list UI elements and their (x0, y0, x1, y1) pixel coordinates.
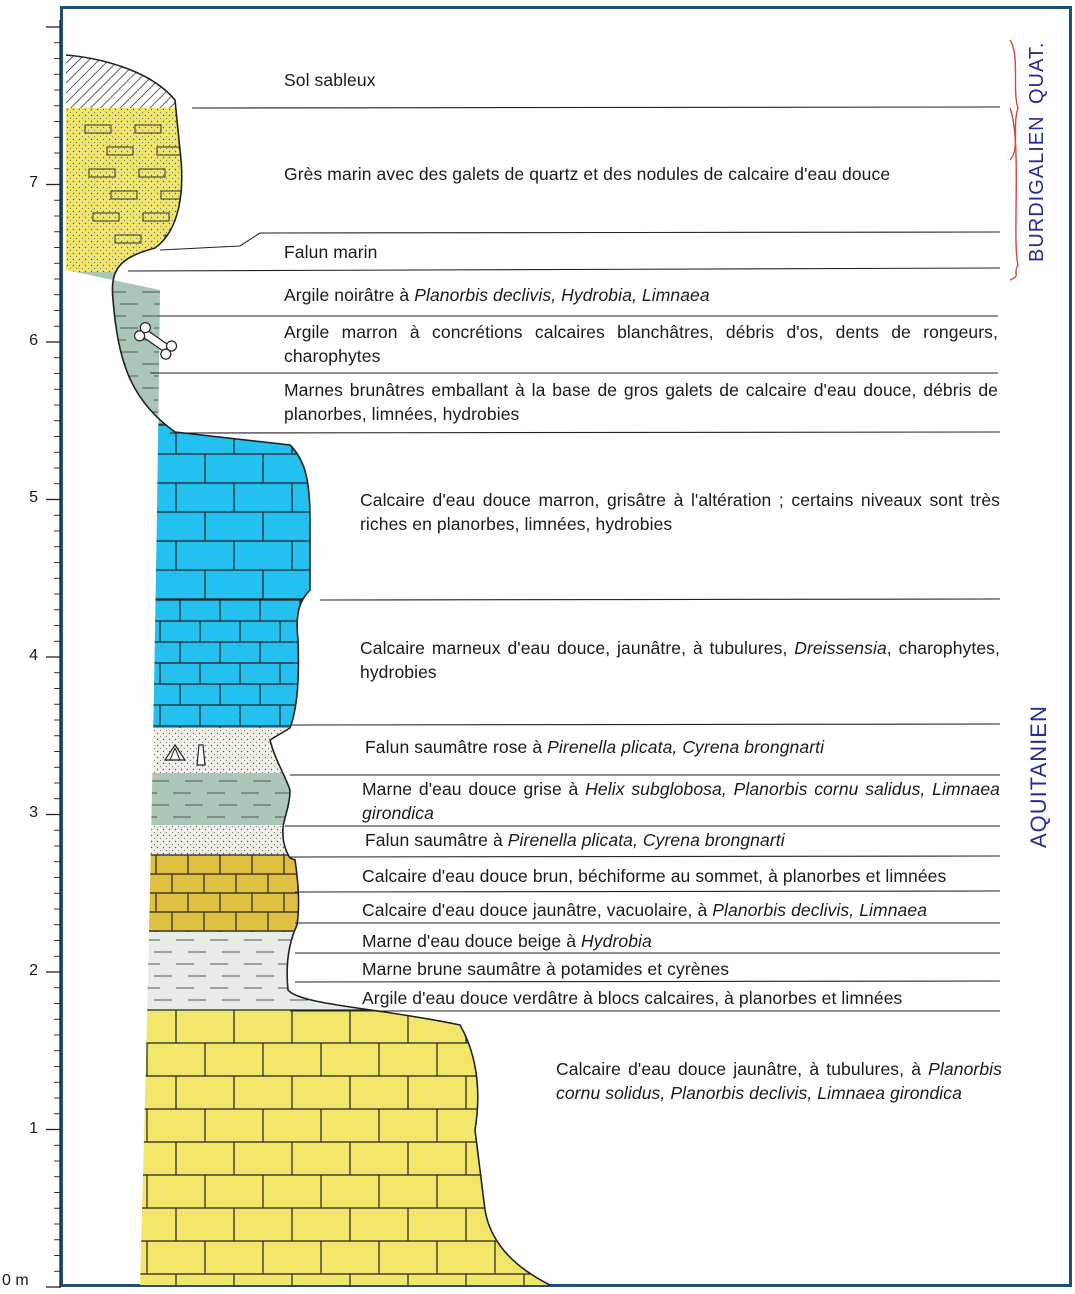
tick-label-1: 1 (29, 1120, 38, 1137)
layer-text-part: Marne d'eau douce beige à (362, 931, 582, 951)
layer-text-part: Falun marin (284, 242, 378, 262)
figure-frame (60, 6, 1072, 1287)
layer-text-part: Calcaire d'eau douce brun, béchiforme au… (362, 866, 947, 886)
layer-desc-falun-rose: Falun saumâtre rose à Pirenella plicata,… (365, 735, 985, 759)
gres-brick (84, 124, 112, 134)
tick-label-5: 5 (29, 489, 38, 506)
layer-separator (259, 231, 1001, 234)
layer-desc-calcaire-marneux: Calcaire marneux d'eau douce, jaunâtre, … (360, 636, 1000, 684)
layer-desc-argile-verdatre: Argile d'eau douce verdâtre à blocs calc… (362, 986, 1002, 1010)
column-outline (65, 54, 551, 1286)
layer-separator (127, 267, 1001, 272)
pebble (67, 401, 89, 415)
layer-text-part: Helix subglobosa, Planorbis cornu salidu… (362, 779, 1000, 823)
layer-desc-argile-noiratre: Argile noirâtre à Planorbis declivis, Hy… (284, 283, 984, 307)
layer-text-part: Argile noirâtre à (284, 285, 415, 305)
layer-text-part: Calcaire marneux d'eau douce, jaunâtre, … (360, 638, 795, 658)
layer-separator (294, 890, 1001, 893)
layer-separator (159, 232, 261, 251)
tick-label-3: 3 (29, 804, 38, 821)
layer-separator (191, 106, 1001, 109)
bone-icon (133, 322, 178, 360)
gres-brick (114, 234, 142, 244)
stage-aquitanien: AQUITANIEN (1026, 705, 1051, 848)
pebble (114, 401, 136, 415)
layer-text-part: Planorbis declivis, Limnaea (712, 900, 928, 920)
layer-desc-calcaire-jaunatre: Calcaire d'eau douce jaunâtre, à tubulur… (556, 1057, 1002, 1105)
layer-separator (169, 431, 1001, 434)
layer-text-part: Calcaire d'eau douce marron, grisâtre à … (360, 490, 1000, 534)
gres-brick (110, 190, 138, 200)
brace-quat (1009, 39, 1019, 161)
layer-desc-marne-brune: Marne brune saumâtre à potamides et cyrè… (362, 957, 962, 981)
gres-brick (142, 212, 170, 222)
layer-text-part: Argile d'eau douce verdâtre à blocs calc… (362, 988, 903, 1008)
layer-text-part: , charophytes, hydrobies (360, 638, 1000, 682)
layer-text-part: Planorbis declivis, Hydrobia, Limnaea (414, 285, 710, 305)
layer-separator (289, 855, 1001, 858)
layer-text-part: Marne d'eau douce grise à (362, 779, 586, 799)
layer-text-part: Argile marron à concrétions calcaires bl… (284, 322, 998, 366)
layer-desc-calcaire-brun: Calcaire d'eau douce brun, béchiforme au… (362, 864, 1042, 888)
tick-label-6: 6 (29, 332, 38, 349)
layer-text-part: Grès marin avec des galets de quartz et … (284, 164, 891, 184)
layer-separator (319, 598, 1001, 601)
layer-text-part: Falun saumâtre rose à (365, 737, 548, 757)
tick-label-7: 7 (29, 174, 38, 191)
layer-text-part: Dreissensia (794, 638, 887, 658)
layer-text-part: Pirenella plicata, Cyrena brongnarti (547, 737, 825, 757)
layer-desc-falun-marin: Falun marin (284, 240, 584, 264)
layer-separator (294, 980, 1001, 983)
layer-text-part: Planorbis cornu solidus, Planorbis decli… (556, 1059, 1002, 1103)
shell-icon (163, 743, 206, 766)
layer-text-part: Sol sableux (284, 70, 376, 90)
tick-label-zero: 0 m (2, 1272, 29, 1289)
pebble (89, 403, 111, 417)
gres-brick (138, 168, 166, 178)
layer-desc-argile-marron: Argile marron à concrétions calcaires bl… (284, 320, 998, 368)
layer-text-part: Pirenella plicata, Cyrena brongnarti (507, 830, 785, 850)
layer-text-part: Hydrobia (581, 931, 652, 951)
brace-burdigalien (1009, 107, 1019, 281)
layer-text-part: Falun saumâtre à (365, 830, 508, 850)
layer-desc-marne-grise: Marne d'eau douce grise à Helix subglobo… (362, 777, 1000, 825)
tick-label-2: 2 (29, 962, 38, 979)
stage-quat: QUAT. (1026, 41, 1048, 104)
gres-brick (106, 146, 134, 156)
layer-desc-falun-saumatre: Falun saumâtre à Pirenella plicata, Cyre… (365, 828, 985, 852)
gres-brick (134, 124, 162, 134)
layer-text-part: Calcaire d'eau douce jaunâtre, à tubulur… (556, 1059, 929, 1079)
layer-text-part: Calcaire d'eau douce jaunâtre, vacuolair… (362, 900, 713, 920)
layer-separators (127, 106, 1001, 1012)
tick-label-4: 4 (29, 647, 38, 664)
layer-desc-gres: Grès marin avec des galets de quartz et … (284, 162, 994, 186)
band-calcaire-jaunatre (66, 1010, 550, 1285)
gres-brick (92, 212, 120, 222)
gres-brick (88, 168, 116, 178)
layer-text-part: Marnes brunâtres emballant à la base de … (284, 380, 998, 424)
gres-brick (164, 234, 192, 244)
layer-text-part: Marne brune saumâtre à potamides et cyrè… (362, 959, 730, 979)
stage-burdigalien: BURDIGALIEN (1026, 115, 1048, 262)
layer-desc-marne-beige: Marne d'eau douce beige à Hydrobia (362, 929, 962, 953)
layer-desc-marnes-brunatres: Marnes brunâtres emballant à la base de … (284, 378, 998, 426)
layer-desc-calcaire-vacuolaire: Calcaire d'eau douce jaunâtre, vacuolair… (362, 898, 1022, 922)
layer-separator (289, 723, 1001, 726)
layer-desc-sol: Sol sableux (284, 68, 584, 92)
depth-axis (46, 20, 61, 1288)
layer-desc-calcaire-marron: Calcaire d'eau douce marron, grisâtre à … (360, 488, 1000, 536)
stage-braces (1009, 39, 1019, 281)
